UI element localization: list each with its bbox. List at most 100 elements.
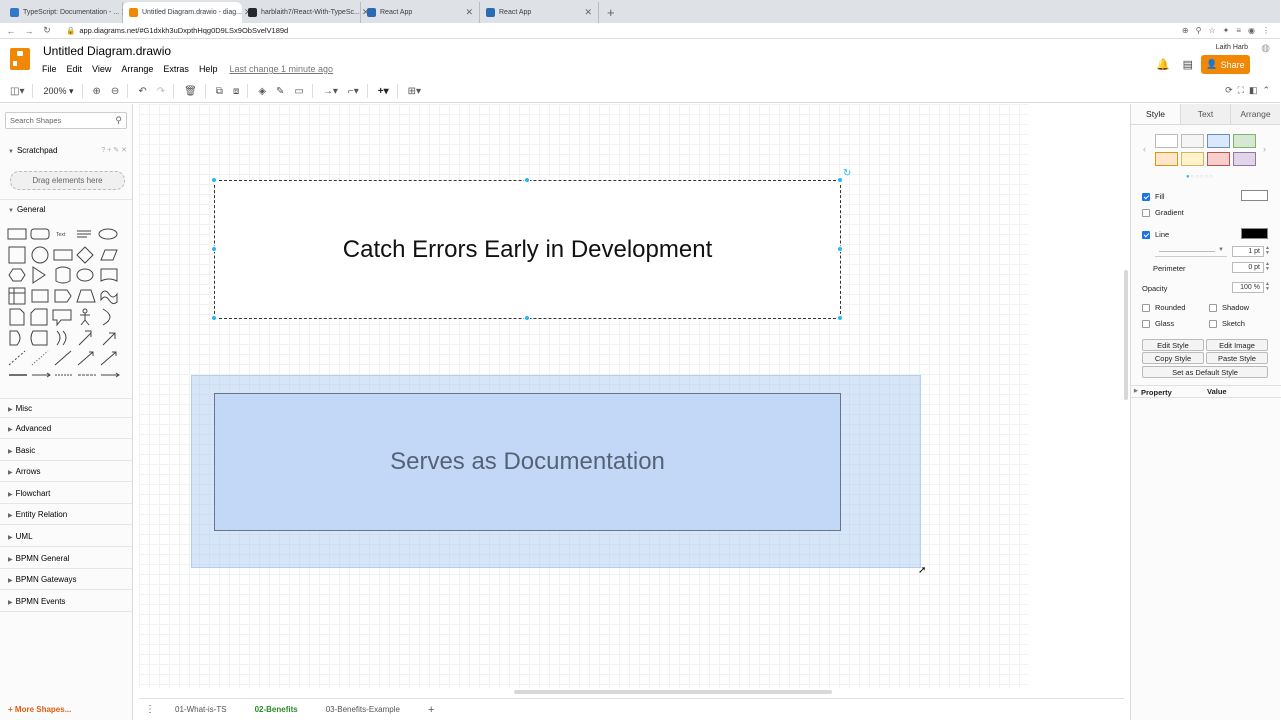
stepper-icon[interactable]: ▲▼ [1265,261,1270,272]
canvas-outside[interactable] [1028,104,1124,688]
line-pattern-select[interactable] [1155,246,1227,257]
redo-icon[interactable]: ↷ [156,85,166,97]
set-default-style-button[interactable]: Set as Default Style [1142,366,1268,378]
gradient-row[interactable]: Gradient [1142,208,1184,217]
user-name[interactable]: Laith Harb [1215,44,1248,51]
reading-list-icon[interactable]: ≡ [1236,26,1242,35]
tab-arrange[interactable]: Arrange [1230,104,1280,124]
fill-color-picker[interactable] [1241,190,1268,201]
rounded-row[interactable]: Rounded [1142,303,1185,312]
forward-icon[interactable]: → [24,25,34,36]
copy-style-button[interactable]: Copy Style [1142,352,1204,364]
collapse-icon[interactable]: ⌃ [1262,85,1270,95]
sidebar-section-arrows[interactable]: ▶Arrows [0,462,133,482]
horizontal-scrollbar[interactable] [514,690,832,694]
menu-help[interactable]: Help [198,64,218,74]
sidebar-section-entity-relation[interactable]: ▶Entity Relation [0,505,133,525]
line-row[interactable]: Line [1142,230,1169,239]
line-color-picker[interactable] [1241,228,1268,239]
bell-icon[interactable]: 🔔 [1156,59,1170,71]
browser-tab-3[interactable]: React App✕ [361,2,480,23]
delete-icon[interactable]: 🗑 [184,85,197,97]
edit-icon[interactable]: ✎ [113,147,120,154]
browser-tab-0[interactable]: TypeScript: Documentation - ...✕ [4,2,129,23]
swatch-blue[interactable] [1207,134,1230,148]
swatch-purple[interactable] [1233,152,1256,166]
resize-handle-se[interactable] [837,315,843,321]
add-icon[interactable]: + [107,147,112,154]
shadow-checkbox[interactable] [1209,303,1217,312]
sidebar-section-advanced[interactable]: ▶Advanced [0,419,133,439]
menu-file[interactable]: File [42,64,57,74]
page-tab-benefits-example[interactable]: 03-Benefits-Example [325,705,400,714]
url-field[interactable]: 🔒app.diagrams.net/#G1dxkh3uDxpthHqg0D9LS… [66,26,289,35]
sidebar-section-flowchart[interactable]: ▶Flowchart [0,484,133,504]
more-shapes-button[interactable]: + More Shapes... [8,705,72,714]
menu-edit[interactable]: Edit [66,64,83,74]
line-checkbox[interactable] [1142,230,1150,239]
swatch-green[interactable] [1233,134,1256,148]
browser-tab-1[interactable]: Untitled Diagram.drawio - diag...✕ [123,2,252,23]
sidebar-section-bpmn-general[interactable]: ▶BPMN General [0,549,133,569]
zoom-select[interactable]: 200% ▾ [43,85,74,96]
waypoints-icon[interactable]: ⌐▾ [347,85,359,97]
general-header[interactable]: ▼General [0,199,133,219]
back-icon[interactable]: ← [6,25,16,36]
search-input[interactable]: Search Shapes⚲ [5,112,127,129]
menu-icon[interactable]: ⋮ [1262,26,1270,35]
swatch-gray[interactable] [1181,134,1204,148]
chevron-down-icon[interactable]: ▼ [1218,247,1224,253]
close-icon[interactable]: ✕ [361,7,370,17]
fullscreen-icon[interactable]: ⛶ [1237,85,1244,95]
close-icon[interactable]: ✕ [121,147,127,154]
edit-style-button[interactable]: Edit Style [1142,339,1204,351]
to-front-icon[interactable]: ⧉ [215,85,223,97]
rotate-handle-icon[interactable]: ↻ [843,168,852,179]
close-icon[interactable]: ✕ [244,7,252,18]
globe-icon[interactable]: ◍ [1261,43,1270,54]
sketch-checkbox[interactable] [1209,319,1217,328]
page-tab-benefits[interactable]: 02-Benefits [254,705,298,714]
zoom-icon[interactable]: ⚲ [1195,26,1202,35]
share-button[interactable]: 👤Share [1201,55,1250,74]
vertical-scrollbar[interactable] [1124,270,1128,400]
perimeter-input[interactable]: 0 pt [1232,262,1264,273]
profile-icon[interactable]: ◉ [1248,26,1255,35]
glass-row[interactable]: Glass [1142,319,1174,328]
swatch-red[interactable] [1207,152,1230,166]
fill-checkbox[interactable] [1142,192,1150,201]
scratchpad-header[interactable]: ▼Scratchpad ? + ✎ ✕ [8,146,127,155]
shape-serves-as-documentation[interactable]: Serves as Documentation [214,393,841,531]
menu-arrange[interactable]: Arrange [121,64,154,74]
sidebar-section-basic[interactable]: ▶Basic [0,441,133,461]
resize-handle-sw[interactable] [211,315,217,321]
sketch-row[interactable]: Sketch [1209,319,1245,328]
star-icon[interactable]: ☆ [1208,26,1216,35]
pages-menu-icon[interactable]: ⋮ [145,704,155,715]
menu-view[interactable]: View [92,64,112,74]
opacity-input[interactable]: 100 % [1232,282,1264,293]
sidebar-section-bpmn-gateways[interactable]: ▶BPMN Gateways [0,570,133,590]
table-icon[interactable]: ⊞▾ [407,85,422,97]
extensions-icon[interactable]: ✦ [1222,26,1230,35]
glass-checkbox[interactable] [1142,319,1150,328]
insert-icon[interactable]: +▾ [377,85,389,97]
shadow-row[interactable]: Shadow [1209,303,1249,312]
shape-catch-errors[interactable]: Catch Errors Early in Development [214,180,841,319]
general-shapes-palette[interactable]: Text [7,225,125,385]
line-color-icon[interactable]: ✎ [276,85,285,97]
paste-style-button[interactable]: Paste Style [1206,352,1268,364]
gradient-checkbox[interactable] [1142,208,1150,217]
resize-handle-nw[interactable] [211,177,217,183]
reload-icon[interactable]: ↻ [43,25,51,35]
format-panel-toggle-icon[interactable]: ◫▾ [10,85,25,97]
stepper-icon[interactable]: ▲▼ [1265,281,1270,292]
undo-icon[interactable]: ↶ [138,85,147,97]
swatch-orange[interactable] [1155,152,1178,166]
resize-handle-s[interactable] [524,315,530,321]
menu-extras[interactable]: Extras [163,64,189,74]
browser-tab-4[interactable]: React App✕ [480,2,599,23]
sidebar-section-uml[interactable]: ▶UML [0,527,133,547]
document-title[interactable]: Untitled Diagram.drawio [43,44,172,58]
browser-tab-2[interactable]: harblaith7/React-With-TypeSc...✕ [242,2,369,23]
